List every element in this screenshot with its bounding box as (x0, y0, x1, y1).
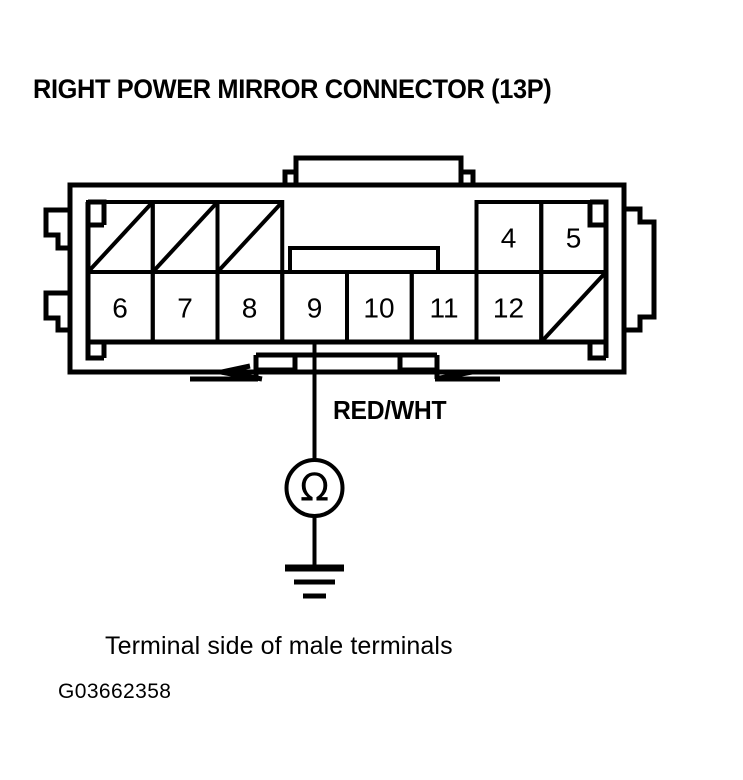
page-title: RIGHT POWER MIRROR CONNECTOR (13P) (33, 74, 552, 104)
top-center-tab (282, 155, 476, 185)
bottom-center-notch (253, 352, 440, 379)
terminal-grid-bottom-row (86, 270, 608, 344)
blanked-cavity-diagonals (86, 200, 608, 344)
ohm-glyph: Ω (300, 466, 329, 510)
pin-label-10: 10 (363, 292, 394, 323)
terminal-grid-top-row-right (474, 200, 608, 274)
pin-label-12: 12 (493, 292, 524, 323)
wire-color-label: RED/WHT (333, 395, 447, 425)
right-latch-tab (624, 206, 657, 333)
pin-label-4: 4 (501, 222, 517, 253)
pin-label-5: 5 (566, 222, 582, 253)
left-latch-tab-lower (43, 290, 70, 333)
terminal-grid-top-row-left (86, 200, 285, 274)
housing-bottom-skirt (70, 363, 624, 382)
pin-label-11: 11 (429, 292, 458, 323)
housing-body-rect (67, 182, 627, 375)
pin-number-labels: 6 7 8 9 10 11 12 4 5 (112, 222, 581, 323)
connector-drawing: 6 7 8 9 10 11 12 4 5 Ω (43, 155, 657, 599)
polarizing-key-tab (288, 246, 440, 272)
ground-symbol (285, 564, 344, 599)
ohmmeter-symbol: Ω (284, 458, 345, 518)
left-latch-tab-upper (43, 207, 70, 251)
figure-caption: Terminal side of male terminals (105, 632, 453, 660)
pin-label-7: 7 (177, 292, 193, 323)
pin-label-9: 9 (307, 292, 323, 323)
figure-id-label: G03662358 (58, 680, 172, 703)
pin-label-8: 8 (242, 292, 258, 323)
pin-label-6: 6 (112, 292, 128, 323)
